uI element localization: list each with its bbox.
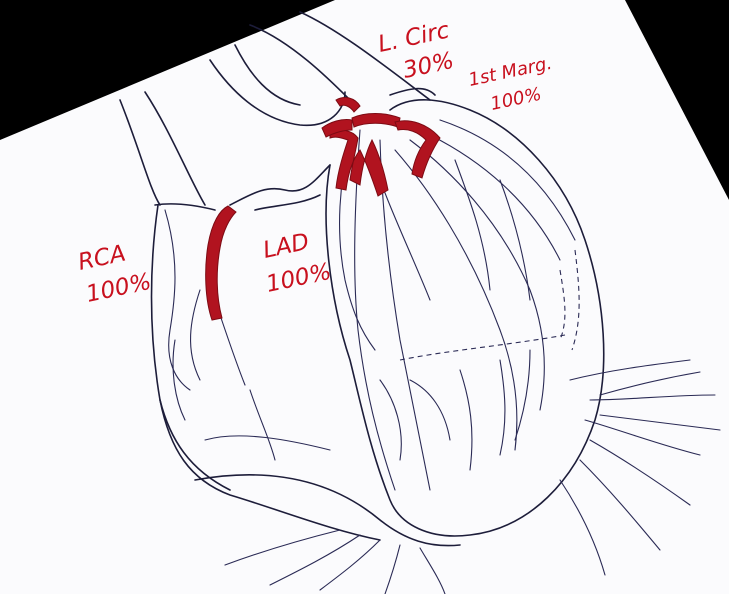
lad-artery <box>329 129 389 197</box>
apex-strands <box>224 359 721 594</box>
heart-outline <box>119 11 605 547</box>
lcx-root <box>335 97 361 113</box>
coronary-branches <box>172 119 576 471</box>
left-main-artery <box>321 119 353 138</box>
marginal-artery <box>394 120 441 179</box>
highlighted-arteries <box>205 97 441 321</box>
rca-artery <box>205 205 237 321</box>
